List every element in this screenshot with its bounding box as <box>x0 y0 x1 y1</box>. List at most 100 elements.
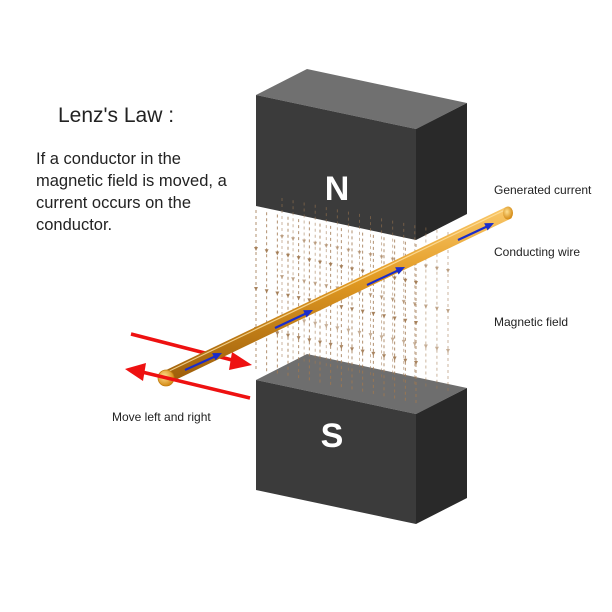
field-arrowhead <box>371 311 376 316</box>
south-pole-label: S <box>321 417 344 455</box>
field-arrowhead <box>446 309 450 313</box>
field-arrowhead <box>296 296 301 301</box>
field-arrowhead <box>403 278 408 283</box>
field-arrowhead <box>379 335 384 340</box>
field-arrowhead <box>318 340 322 345</box>
field-arrowhead <box>360 269 365 274</box>
field-arrowhead <box>286 293 290 298</box>
field-arrowhead <box>379 255 384 260</box>
field-arrowhead <box>360 349 365 354</box>
field-arrowhead <box>390 257 395 262</box>
motion-arrow-left-head <box>125 363 146 381</box>
field-arrowhead <box>254 247 258 251</box>
field-arrowhead <box>328 262 333 267</box>
current-arrows <box>184 223 494 372</box>
field-arrowhead <box>357 250 362 255</box>
field-arrowhead <box>346 248 351 253</box>
current-arrow-shaft <box>184 354 217 372</box>
field-arrowhead <box>382 314 386 319</box>
wire-highlight <box>162 208 508 375</box>
motion-arrow-right-head <box>229 352 252 370</box>
field-arrowhead <box>357 330 362 335</box>
motion-arrow-left-shaft <box>141 370 251 400</box>
field-arrowhead <box>302 239 307 244</box>
south-magnet-front-face <box>256 380 416 524</box>
motion-arrow-left <box>125 363 251 400</box>
field-arrowhead <box>382 354 386 359</box>
field-arrowhead <box>324 244 329 249</box>
field-arrowhead <box>371 351 376 356</box>
field-arrowhead <box>335 246 340 251</box>
field-arrowhead <box>275 291 280 296</box>
diagram-description: If a conductor in the magnetic field is … <box>36 150 227 234</box>
field-arrowhead <box>434 306 439 311</box>
field-arrowhead <box>401 339 406 344</box>
field-arrowhead <box>291 237 296 242</box>
north-pole-label: N <box>325 170 350 208</box>
field-arrowhead <box>296 336 301 341</box>
field-arrowhead <box>302 279 307 284</box>
field-arrowhead <box>313 241 318 246</box>
field-arrowhead <box>390 337 395 342</box>
field-arrowhead <box>275 251 280 256</box>
field-arrowhead <box>403 318 408 323</box>
field-arrowhead <box>328 342 333 347</box>
north-magnet-top-face <box>256 69 467 129</box>
field-arrowhead <box>423 304 428 309</box>
field-arrowhead <box>280 275 284 279</box>
south-magnet-side-face <box>416 388 467 524</box>
field-arrowhead <box>368 333 373 338</box>
north-magnet: N <box>256 69 467 240</box>
field-arrowhead <box>296 256 301 261</box>
field-arrowhead <box>434 346 439 351</box>
field-arrowhead <box>390 297 395 302</box>
field-arrowhead <box>339 345 344 350</box>
field-arrowhead <box>307 338 312 343</box>
field-arrowhead <box>423 344 428 349</box>
field-arrowhead <box>403 358 408 363</box>
field-arrowhead <box>275 331 280 336</box>
field-arrowhead <box>360 309 365 314</box>
current-arrow-shaft <box>366 269 400 286</box>
current-arrow-shaft <box>274 312 308 329</box>
field-arrowhead <box>368 293 373 298</box>
field-arrowhead <box>412 342 417 347</box>
field-arrowhead <box>346 328 351 333</box>
field-arrowhead <box>414 361 418 365</box>
field-arrowhead <box>412 302 417 307</box>
field-arrowhead <box>254 287 258 291</box>
conducting-wire <box>157 206 513 387</box>
field-arrowhead <box>350 307 354 312</box>
south-magnet-top-face <box>256 354 467 414</box>
field-arrowhead <box>313 281 318 286</box>
field-arrowhead <box>302 319 307 324</box>
label-motion: Move left and right <box>112 410 211 424</box>
label-conducting-wire: Conducting wire <box>494 245 581 259</box>
field-arrowhead <box>307 258 312 263</box>
field-arrowhead <box>264 249 269 254</box>
field-arrowhead <box>392 316 397 321</box>
magnetic-field-lines <box>254 198 450 404</box>
field-arrowhead <box>280 235 284 239</box>
south-magnet: S <box>256 354 467 524</box>
field-arrowhead <box>423 264 428 269</box>
field-arrowhead <box>318 260 322 265</box>
north-magnet-side-face <box>416 103 467 240</box>
current-arrow-head <box>212 353 222 361</box>
field-arrowhead <box>324 284 329 289</box>
current-arrow-head <box>484 223 494 231</box>
field-arrowhead <box>392 356 397 361</box>
field-arrowhead <box>324 324 329 329</box>
field-arrowhead <box>446 349 450 353</box>
current-arrow-head <box>395 267 405 275</box>
field-arrowhead <box>368 253 373 258</box>
field-arrowhead <box>379 295 384 300</box>
label-magnetic-field: Magnetic field <box>494 315 569 329</box>
field-arrowhead <box>392 276 397 281</box>
field-arrowhead <box>339 265 344 270</box>
wire-end-cap-right <box>503 206 513 220</box>
field-arrowhead <box>286 253 290 258</box>
diagram-title: Lenz's Law : <box>58 104 175 127</box>
